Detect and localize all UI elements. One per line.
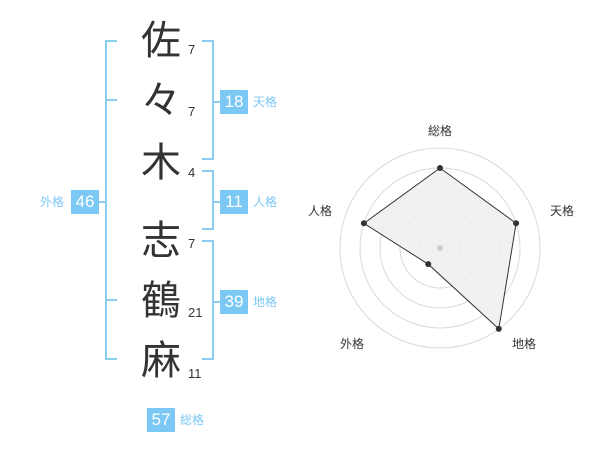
name-char-4: 志 bbox=[141, 218, 181, 264]
name-char-3: 木 bbox=[141, 140, 181, 186]
radar-point-3 bbox=[425, 261, 432, 268]
stroke-count-5: 21 bbox=[188, 305, 203, 320]
chikaku-label: 地格 bbox=[253, 295, 278, 309]
tenkaku-label: 天格 bbox=[253, 95, 278, 109]
radar-grid-ring-5 bbox=[339, 147, 541, 349]
chikaku-value: 39 bbox=[220, 290, 248, 314]
stroke-count-1: 7 bbox=[188, 42, 196, 57]
radar-axis-label-jinkaku: 人格 bbox=[308, 204, 333, 218]
stroke-count-6: 11 bbox=[188, 366, 202, 381]
radar-axis-label-chikaku: 地格 bbox=[512, 337, 537, 351]
radar-center-dot bbox=[437, 245, 443, 251]
jinkaku-label: 人格 bbox=[253, 195, 278, 209]
stroke-count-4: 7 bbox=[188, 236, 196, 251]
name-char-2: 々 bbox=[141, 78, 181, 124]
name-char-6: 麻 bbox=[141, 338, 181, 384]
gaikaku-label: 外格 bbox=[40, 195, 65, 209]
radar-points bbox=[360, 165, 520, 332]
gaikaku-value: 46 bbox=[71, 190, 99, 214]
radar-axis-label-gaikaku: 外格 bbox=[340, 337, 365, 351]
radar-point-4 bbox=[360, 220, 367, 227]
soukaku-value: 57 bbox=[147, 408, 175, 432]
jinkaku-value: 11 bbox=[220, 190, 248, 214]
soukaku-label: 総格 bbox=[180, 413, 205, 427]
radar-axis-label-soukaku: 総格 bbox=[428, 124, 453, 138]
tenkaku-value: 18 bbox=[220, 90, 248, 114]
radar-point-2 bbox=[495, 325, 502, 332]
radar-point-0 bbox=[437, 165, 443, 171]
stroke-count-2: 7 bbox=[188, 104, 196, 119]
radar-axis-label-tenkaku: 天格 bbox=[550, 204, 575, 218]
stroke-count-3: 4 bbox=[188, 165, 196, 180]
radar-point-1 bbox=[513, 220, 520, 227]
name-char-5: 鶴 bbox=[141, 278, 181, 324]
name-char-1: 佐 bbox=[141, 18, 181, 64]
